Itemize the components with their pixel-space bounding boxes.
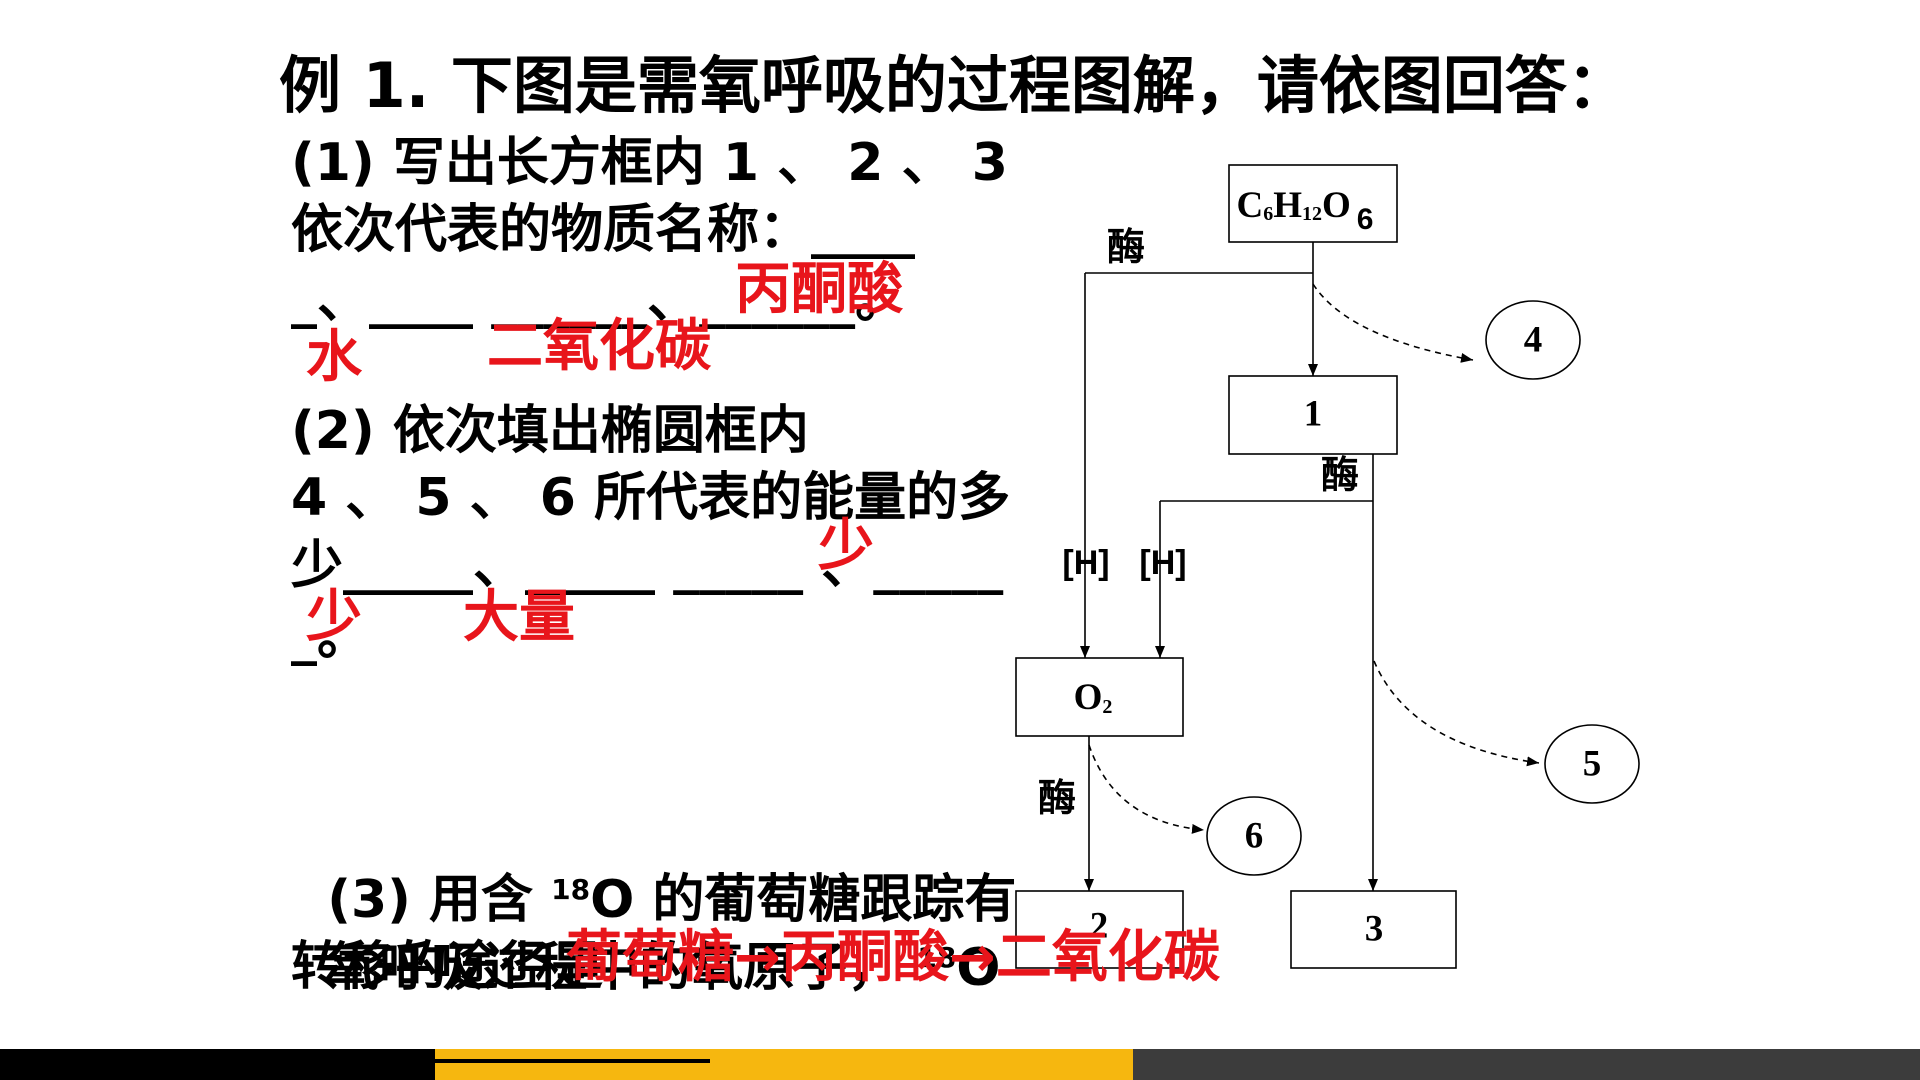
q2-line-1: (2) 依次填出椭圆框内 <box>291 401 809 461</box>
hydrogen-label-2: [H] <box>1139 544 1186 582</box>
ellipse-5 <box>1544 724 1640 804</box>
enzyme-label-3: 酶 <box>1038 776 1076 820</box>
q3-line-1-superscript: 18 <box>551 873 591 906</box>
box-2 <box>1015 890 1184 969</box>
hydrogen-label-1: [H] <box>1062 544 1109 582</box>
q1-line-3: _、____ ______、______。 <box>291 270 908 330</box>
q3-line-2-post: O <box>956 938 1001 998</box>
glucose-c: C <box>1237 185 1264 226</box>
glucose-box <box>1228 164 1398 243</box>
q3-line-1: (3) 用含 18O 的葡萄糖跟踪有 <box>291 804 1016 940</box>
footer-accent-line <box>435 1059 710 1063</box>
ellipse-4-label: 4 <box>1524 320 1543 361</box>
oxygen-box <box>1015 657 1184 737</box>
footer-bar-black <box>0 1049 435 1080</box>
q1-answer-3: 二氧化碳 <box>487 314 711 379</box>
energy-arrow-6 <box>1088 744 1205 834</box>
glucose-sub-6b: 6 <box>1357 203 1374 236</box>
oxygen-o: O <box>1074 677 1103 718</box>
q3-line-2: 氧呼吸过程中的氧原子， 18O <box>291 872 1001 1008</box>
q3-line-3: 转移的途径是 <box>291 937 604 997</box>
q2-line-3: 少_____、_____ _____ 、_____ <box>291 536 1004 596</box>
box-3-label: 3 <box>1365 909 1384 950</box>
energy-arrow-4 <box>1312 283 1474 363</box>
ellipse-4 <box>1485 300 1581 380</box>
q2-answer-1: 少 <box>818 514 874 579</box>
q3-line-1-pre: (3) 用含 <box>327 870 552 930</box>
q2-line-4: _。 <box>291 607 370 667</box>
glucose-h: H <box>1273 185 1302 226</box>
oxygen-formula: O2 <box>1074 677 1113 719</box>
enzyme-label-1: 酶 <box>1107 225 1145 269</box>
q2-answer-3: 大量 <box>463 585 575 650</box>
slide-title: 例 1. 下图是需氧呼吸的过程图解，请依图回答： <box>279 49 1629 122</box>
box-1-label: 1 <box>1304 394 1323 435</box>
q1-line-2: 依次代表的物质名称：____ <box>291 200 916 260</box>
enzyme-label-2: 酶 <box>1321 453 1359 497</box>
footer-bar-yellow <box>435 1049 1133 1080</box>
ellipse-5-label: 5 <box>1583 744 1602 785</box>
q2-line-2: 4 、 5 、 6 所代表的能量的多 <box>291 468 1011 528</box>
q1-answer-1: 丙酮酸 <box>735 257 903 322</box>
q3-line-2-superscript: 18 <box>917 941 957 974</box>
oxygen-sub-2: 2 <box>1102 696 1112 718</box>
q3-line-2-pre: 氧呼吸过程中的氧原子， <box>327 938 918 998</box>
ellipse-6-label: 6 <box>1245 816 1264 857</box>
energy-arrow-5 <box>1373 660 1540 767</box>
q3-line-1-post: O 的葡萄糖跟踪有 <box>590 870 1017 930</box>
box-2-label: 2 <box>1090 906 1109 947</box>
glucose-sub-12: 12 <box>1302 203 1322 225</box>
ellipse-6 <box>1206 796 1302 876</box>
glucose-o: O <box>1322 185 1351 226</box>
box-1 <box>1228 375 1398 455</box>
q3-answer: 葡萄糖→丙酮酸→二氧化碳 <box>566 925 1220 990</box>
q1-answer-2: 水 <box>306 325 362 390</box>
footer-bar-gray <box>1133 1049 1920 1080</box>
q2-answer-2: 少 <box>306 585 362 650</box>
q1-line-1: (1) 写出长方框内 1 、 2 、 3 <box>291 133 1008 193</box>
glucose-sub-6: 6 <box>1263 203 1273 225</box>
